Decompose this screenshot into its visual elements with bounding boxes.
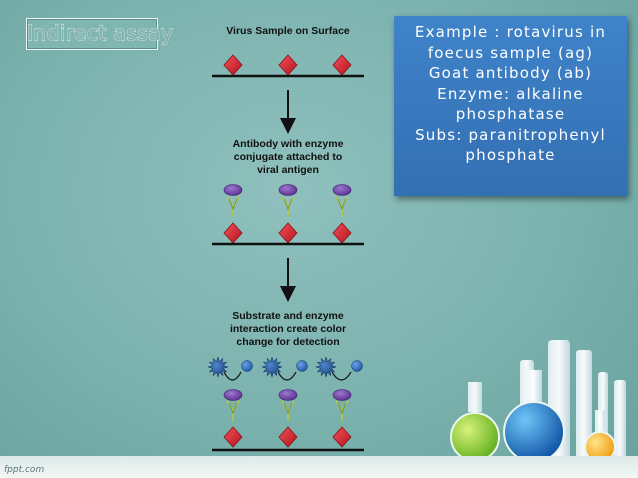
stage3-product-3 bbox=[351, 360, 363, 372]
stage2-antibody-1-outline bbox=[228, 198, 238, 211]
stage3-antibody-1 bbox=[226, 400, 240, 421]
stage2-antigen-1 bbox=[223, 222, 243, 244]
stage-3-label: Substrate and enzyme interaction create … bbox=[208, 310, 368, 349]
example-box: Example : rotavirus in foecus sample (ag… bbox=[394, 16, 627, 196]
example-line-1: Example : rotavirus in bbox=[414, 23, 607, 41]
stage3-reaction-arrow-2 bbox=[277, 371, 297, 381]
stage3-antigen-2 bbox=[278, 426, 298, 448]
stage3-substrate-2 bbox=[261, 356, 283, 378]
stage2-enzyme-1 bbox=[223, 184, 243, 196]
stage3-reaction-arrow-3 bbox=[331, 371, 352, 381]
stage3-antibody-2-outline bbox=[283, 402, 293, 415]
example-line-3: Goat antibody (ab) bbox=[428, 64, 593, 82]
example-line-4: Enzyme: alkaline bbox=[437, 84, 584, 103]
stage-2-label-line-1: Antibody with enzyme bbox=[232, 138, 344, 150]
stage3-substrate-3 bbox=[315, 356, 337, 378]
stage2-enzyme-3 bbox=[332, 184, 352, 196]
example-line-7: phosphate bbox=[465, 146, 556, 164]
stage-2-label-line-2: conjugate attached to bbox=[233, 151, 343, 163]
stage3-product-1 bbox=[241, 360, 253, 372]
stage-2-label: Antibody with enzyme conjugate attached … bbox=[208, 138, 368, 177]
stage-3-label-line-2: interaction create color bbox=[229, 323, 347, 335]
stage1-antigen-3 bbox=[332, 54, 352, 76]
stage-1-label-line: Virus Sample on Surface bbox=[226, 25, 350, 37]
stage2-antibody-3-outline bbox=[337, 198, 347, 211]
stage1-antigen-2 bbox=[278, 54, 298, 76]
stage3-antibody-3-outline bbox=[337, 402, 347, 415]
stage2-antibody-2-outline bbox=[283, 198, 293, 211]
stage-3-label-line-1: Substrate and enzyme bbox=[232, 310, 344, 322]
stage2-antibody-3 bbox=[335, 196, 349, 217]
stage3-antigen-1 bbox=[223, 426, 243, 448]
stage2-antibody-2 bbox=[281, 196, 295, 217]
stage1-antigen-1 bbox=[223, 54, 243, 76]
footer-bar: fppt.com bbox=[0, 456, 638, 478]
stage3-product-2 bbox=[296, 360, 308, 372]
footer-logo: fppt.com bbox=[4, 465, 45, 475]
example-line-6: Subs: paranitrophenyl bbox=[415, 125, 606, 144]
stage2-antibody-1 bbox=[226, 196, 240, 217]
stage3-enzyme-2 bbox=[278, 389, 298, 401]
stage3-antibody-2 bbox=[281, 400, 295, 421]
stage2-enzyme-2 bbox=[278, 184, 298, 196]
stage3-antibody-1-outline bbox=[228, 402, 238, 415]
stage2-antigen-2 bbox=[278, 222, 298, 244]
stage3-antigen-3 bbox=[332, 426, 352, 448]
stage-2-label-line-3: viral antigen bbox=[257, 164, 319, 176]
example-line-5: phosphatase bbox=[455, 105, 566, 123]
title-box: Indirect assay bbox=[26, 18, 174, 50]
stage-1-label: Virus Sample on Surface bbox=[208, 25, 368, 38]
stage-3-label-line-3: change for detection bbox=[236, 336, 340, 348]
slide-title: Indirect assay bbox=[26, 20, 174, 45]
stage3-enzyme-1 bbox=[223, 389, 243, 401]
example-line-2: foecus sample (ag) bbox=[427, 43, 594, 62]
stage3-antibody-3 bbox=[335, 400, 349, 421]
stage3-reaction-arrow-1 bbox=[223, 371, 242, 381]
stage2-antigen-3 bbox=[332, 222, 352, 244]
stage3-enzyme-3 bbox=[332, 389, 352, 401]
stage3-substrate-1 bbox=[207, 356, 229, 378]
